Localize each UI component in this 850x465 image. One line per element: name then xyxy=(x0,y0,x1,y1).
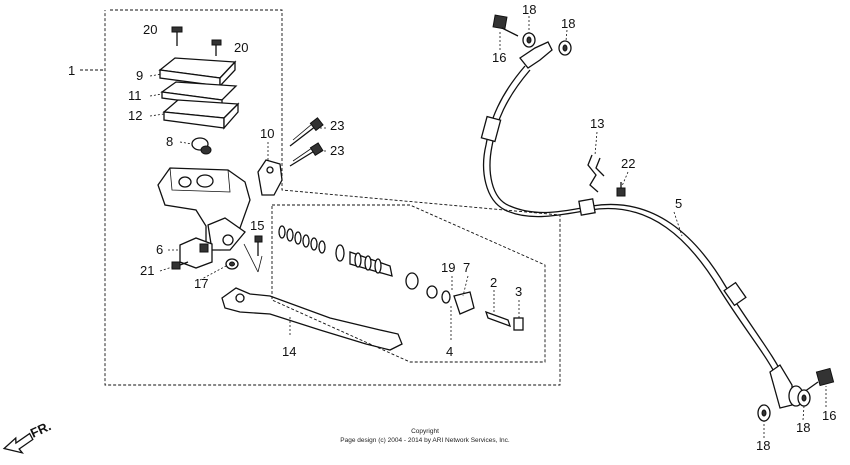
callout-11: 11 xyxy=(128,88,142,103)
callout-1: 1 xyxy=(68,63,75,78)
brake-hose xyxy=(480,41,804,409)
callout-5: 5 xyxy=(675,196,682,211)
pivot-nut xyxy=(225,258,239,270)
callout-23-upper: 23 xyxy=(330,118,344,133)
callout-2: 2 xyxy=(490,275,497,290)
callout-4: 4 xyxy=(446,344,453,359)
copyright-line-1: Copyright xyxy=(411,428,439,435)
callout-16-lower: 16 xyxy=(822,408,836,423)
banjo-bolt-lower xyxy=(803,367,835,393)
sealing-washer-4 xyxy=(797,389,811,407)
brake-lever xyxy=(221,287,403,351)
callout-8: 8 xyxy=(166,134,173,149)
master-cylinder-holder xyxy=(257,159,283,196)
callout-19: 19 xyxy=(441,260,455,275)
fr-label: FR. xyxy=(28,418,53,440)
callout-16-upper: 16 xyxy=(492,50,506,65)
callout-20-right: 20 xyxy=(234,40,248,55)
piston-kit-outline xyxy=(271,204,546,363)
front-direction-marker: FR. xyxy=(2,418,53,454)
reservoir-cap-stack xyxy=(158,57,240,130)
hose-clip xyxy=(587,154,605,193)
callout-7: 7 xyxy=(463,260,470,275)
cap-screw-left xyxy=(171,26,183,46)
callout-22: 22 xyxy=(621,156,635,171)
switch-screw xyxy=(171,261,189,270)
sealing-washer-1 xyxy=(522,32,536,48)
leader-lines xyxy=(149,16,827,438)
callout-15: 15 xyxy=(250,218,264,233)
callout-10: 10 xyxy=(260,126,274,141)
callout-18-d: 18 xyxy=(796,420,810,435)
callout-13: 13 xyxy=(590,116,604,131)
copyright-line-2: Page design (c) 2004 - 2014 by ARI Netwo… xyxy=(340,437,510,444)
callout-14: 14 xyxy=(282,344,296,359)
pivot-bolt xyxy=(254,235,263,256)
master-cylinder-body xyxy=(157,167,251,251)
holder-bolt-lower xyxy=(289,142,324,167)
callout-3: 3 xyxy=(515,284,522,299)
cap-screw-right xyxy=(211,39,222,56)
clip-screw xyxy=(616,182,626,197)
copyright-notice: Copyright Page design (c) 2004 - 2014 by… xyxy=(340,428,510,444)
callout-21: 21 xyxy=(140,263,154,278)
callout-23-lower: 23 xyxy=(330,143,344,158)
spring xyxy=(278,225,326,254)
diaphragm-plate xyxy=(191,137,212,155)
callout-18-b: 18 xyxy=(561,16,575,31)
piston-kit-parts xyxy=(278,225,524,331)
callout-18-c: 18 xyxy=(756,438,770,453)
holder-bolt-upper xyxy=(289,117,324,147)
callout-17: 17 xyxy=(194,276,208,291)
callout-6: 6 xyxy=(156,242,163,257)
callout-20-left: 20 xyxy=(143,22,157,37)
callout-12: 12 xyxy=(128,108,142,123)
callout-18-a: 18 xyxy=(522,2,536,17)
sealing-washer-2 xyxy=(558,40,572,56)
sealing-washer-3 xyxy=(757,404,771,422)
callout-labels: 1 20 20 9 11 12 8 10 23 23 15 6 21 17 14… xyxy=(68,2,836,453)
callout-9: 9 xyxy=(136,68,143,83)
banjo-bolt-upper xyxy=(492,14,519,37)
